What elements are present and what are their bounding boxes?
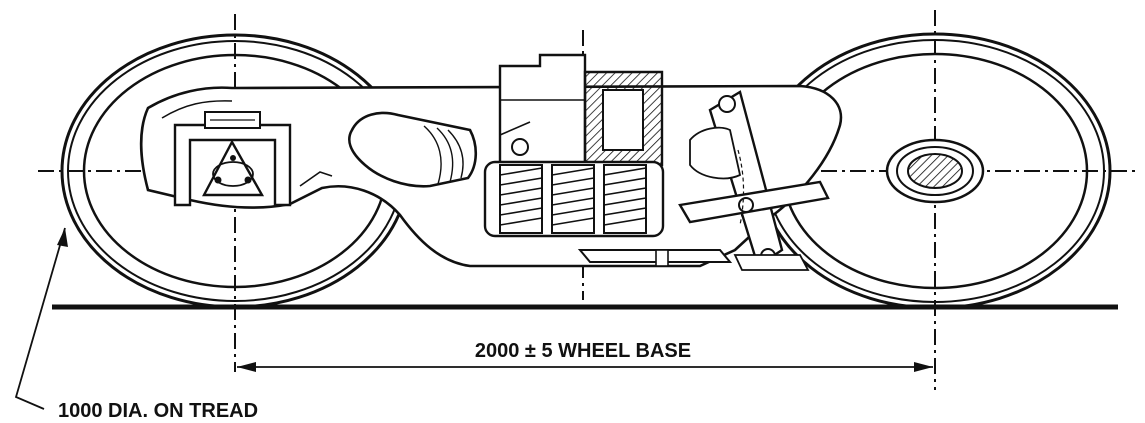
diameter-leader bbox=[14, 227, 68, 410]
bolster bbox=[498, 53, 664, 167]
right-axle-hub bbox=[885, 138, 985, 204]
spring-nest bbox=[483, 160, 733, 267]
brake-lever bbox=[678, 90, 830, 271]
wheel-diameter-label: 1000 DIA. ON TREAD bbox=[58, 400, 258, 422]
wheel-base-dimension bbox=[237, 362, 933, 372]
wheel-base-label: 2000 ± 5 WHEEL BASE bbox=[475, 340, 691, 362]
left-axle-box bbox=[173, 111, 292, 207]
frame-window bbox=[348, 111, 478, 188]
